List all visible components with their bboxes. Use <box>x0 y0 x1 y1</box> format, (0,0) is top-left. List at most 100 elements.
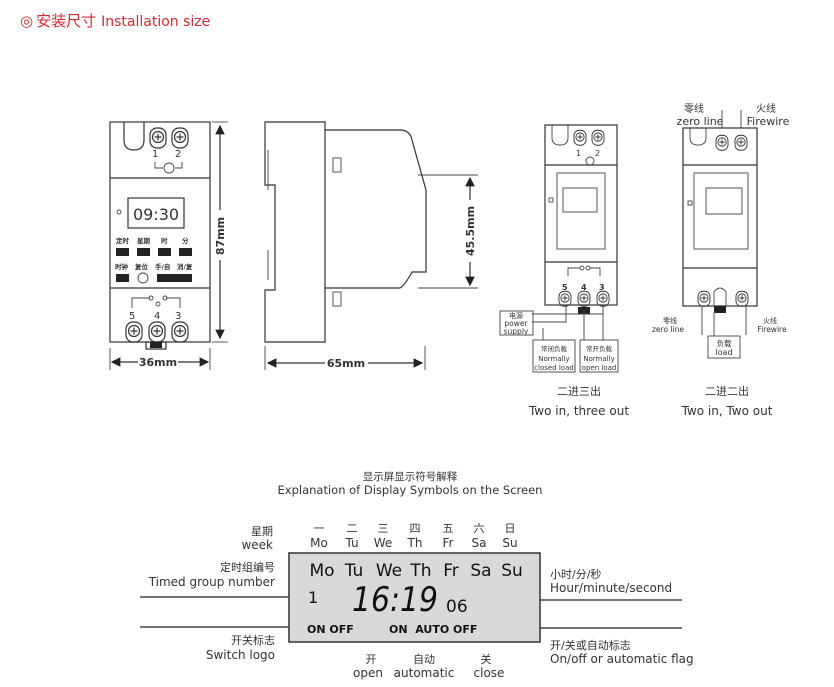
height-dimension: 87mm <box>214 217 227 255</box>
wiring-three-out-terminals-bottom-1-label: 4 <box>581 283 587 292</box>
wiring-three-out-power-en2-label: supply <box>504 327 529 336</box>
display-section-lcd-days-4-label: Fr <box>443 561 459 581</box>
front-view-button-labels-row2-0-label: 时钟 <box>115 262 129 271</box>
wiring-two-out-caption-cn-label: 二进二出 <box>705 384 749 398</box>
front-view-terminals-bottom-0-label: 5 <box>129 311 135 322</box>
display-section-group-en-label: Timed group number <box>148 575 275 589</box>
wiring-three-out-caption-en-label: Two in, three out <box>528 404 629 418</box>
weekday-labels: 一Mo 二Tu 三We 四Th 五Fr 六Sa 日Su <box>310 522 517 550</box>
front-view-button-labels-row1-0-label: 定时 <box>115 236 130 245</box>
lcd-time: 16:19 <box>352 580 438 620</box>
display-section-week-cn-label: 星期 <box>251 525 273 538</box>
display-section-days-1-en-label: Tu <box>344 536 358 550</box>
depth-dimension: 65mm <box>327 357 365 370</box>
wiring-two-out-zero-en-b-label: zero line <box>652 325 684 334</box>
wiring-two-in-three-out: 1 2 5 4 3 电源 power supply 常闭负载 Normally … <box>499 124 629 418</box>
display-section-days-1-cn-label: 二 <box>347 522 358 535</box>
wiring-three-out-no-en1-label: Normally <box>583 355 614 363</box>
wiring-two-out-zero-cn-b-label: 零线 <box>663 316 677 325</box>
display-section-days-0-en-label: Mo <box>310 536 328 550</box>
display-section-switch-en-label: Switch logo <box>206 648 275 662</box>
display-section-lcd-days-6-label: Su <box>501 561 523 581</box>
display-section-title-en: Explanation of Display Symbols on the Sc… <box>278 483 543 497</box>
wiring-three-out-power-cn-label: 电源 <box>509 311 523 320</box>
front-view-terminals-top-0-label: 1 <box>152 149 158 160</box>
wiring-two-out-fire-cn-b-label: 火线 <box>763 316 777 325</box>
display-section-close-cn-label: 关 <box>481 652 492 666</box>
wiring-two-out-fire-en-b-label: Firewire <box>757 325 787 334</box>
display-section-switch-cn-label: 开关标志 <box>231 633 275 647</box>
wiring-two-out-zero-cn-label: 零线 <box>684 102 704 115</box>
front-view-button-labels-row1-3-label: 分 <box>182 236 189 245</box>
wiring-three-out-nc-en1-label: Normally <box>538 355 569 363</box>
front-view-button-labels-row1-1-label: 星期 <box>137 236 151 245</box>
front-view: 1 2 09:30 定时 星期 时 分 时钟 复位 手/自 消/复 5 4 3 … <box>109 121 228 370</box>
front-view-button-labels-row1-2-label: 时 <box>161 236 168 245</box>
display-section-days-6-cn-label: 日 <box>505 522 516 535</box>
wiring-two-in-two-out: 零线 zero line 火线 Firewire 零线 zero line 火线… <box>652 102 790 418</box>
lcd-group-number: 1 <box>308 588 318 607</box>
display-section-close-en-label: close <box>474 666 505 680</box>
display-section-auto-en-label: automatic <box>394 666 455 680</box>
side-view: 45.5mm 65mm <box>264 121 478 370</box>
display-symbols-section: 显示屏显示符号解释 Explanation of Display Symbols… <box>140 470 694 680</box>
wiring-three-out-nc-cn-label: 常闭负载 <box>541 344 568 353</box>
front-view-button-labels-row2-1-label: 复位 <box>134 262 149 271</box>
wiring-three-out-power-en1-label: power <box>504 319 528 328</box>
display-section-week-en-label: week <box>241 538 273 552</box>
display-section-lcd-days-3-label: Th <box>409 561 431 581</box>
display-section-lcd-days-1-label: Tu <box>344 561 364 581</box>
display-section-flag-cn-label: 开/关或自动标志 <box>550 638 631 652</box>
display-section-days-4-en-label: Fr <box>443 536 454 550</box>
display-section-hms-cn-label: 小时/分/秒 <box>550 567 601 581</box>
wiring-two-out-load-cn-label: 负载 <box>717 338 732 348</box>
wiring-two-out-fire-en-label: Firewire <box>747 115 790 128</box>
display-section-days-2-en-label: We <box>374 536 393 550</box>
lcd-onoff: ON OFF <box>307 623 354 636</box>
display-section-group-cn-label: 定时组编号 <box>220 560 275 574</box>
wiring-three-out-terminals-bottom-2-label: 3 <box>599 283 605 292</box>
wiring-two-out-zero-en-label: zero line <box>677 115 724 128</box>
display-section-lcd-days-5-label: Sa <box>470 561 491 581</box>
side-height-dimension: 45.5mm <box>464 206 477 256</box>
front-view-button-labels-row2-2-label: 手/自 <box>155 262 170 271</box>
front-view-terminals-top-1-label: 2 <box>175 149 181 160</box>
width-dimension: 36mm <box>139 356 177 369</box>
display-section-days-3-en-label: Th <box>407 536 423 550</box>
display-section-lcd-days-2-label: We <box>376 561 402 581</box>
display-section-days-4-cn-label: 五 <box>443 522 454 535</box>
wiring-three-out-no-cn-label: 常开负载 <box>586 344 613 353</box>
display-section-days-2-cn-label: 三 <box>378 522 389 535</box>
display-section-days-5-cn-label: 六 <box>474 522 485 535</box>
lcd-days: Mo Tu We Th Fr Sa Su <box>309 561 522 581</box>
wiring-three-out-terminals-top-0-label: 1 <box>576 149 581 158</box>
front-view-button-labels-row2-3-label: 消/复 <box>177 262 193 271</box>
display-section-flag-en-label: On/off or automatic flag <box>550 652 694 666</box>
front-view-terminals-bottom-1-label: 4 <box>154 311 160 322</box>
front-display-time: 09:30 <box>133 205 179 224</box>
front-view-terminals-bottom-2-label: 3 <box>175 311 181 322</box>
lcd-seconds: 06 <box>446 597 468 617</box>
title-cn-label: 安装尺寸 <box>36 12 96 30</box>
display-section-open-en-label: open <box>353 666 383 680</box>
wiring-two-out-load-en-label: load <box>715 348 732 357</box>
display-section-open-cn-label: 开 <box>366 653 377 666</box>
title-symbol-label: ◎ <box>20 12 33 30</box>
display-section-hms-en-label: Hour/minute/second <box>550 581 672 595</box>
lcd-mode: ON AUTO OFF <box>389 623 477 636</box>
lcd-screen <box>288 552 541 643</box>
display-section-auto-cn-label: 自动 <box>413 653 435 666</box>
wiring-three-out-terminals-top-1-label: 2 <box>595 149 600 158</box>
display-section-days-6-en-label: Su <box>502 536 517 550</box>
display-section-title-cn: 显示屏显示符号解释 <box>363 470 458 483</box>
wiring-three-out-nc-en2-label: closed load <box>534 364 574 372</box>
wiring-three-out-no-en2-label: open load <box>582 364 617 372</box>
display-section-days-3-cn-label: 四 <box>410 522 421 535</box>
wiring-two-out-fire-cn-label: 火线 <box>756 102 776 115</box>
display-section-lcd-days-0-label: Mo <box>309 561 334 581</box>
wiring-three-out-caption-cn-label: 二进三出 <box>557 384 601 398</box>
wiring-two-out-caption-en-label: Two in, Two out <box>681 404 773 418</box>
display-section-days-5-en-label: Sa <box>472 536 487 550</box>
